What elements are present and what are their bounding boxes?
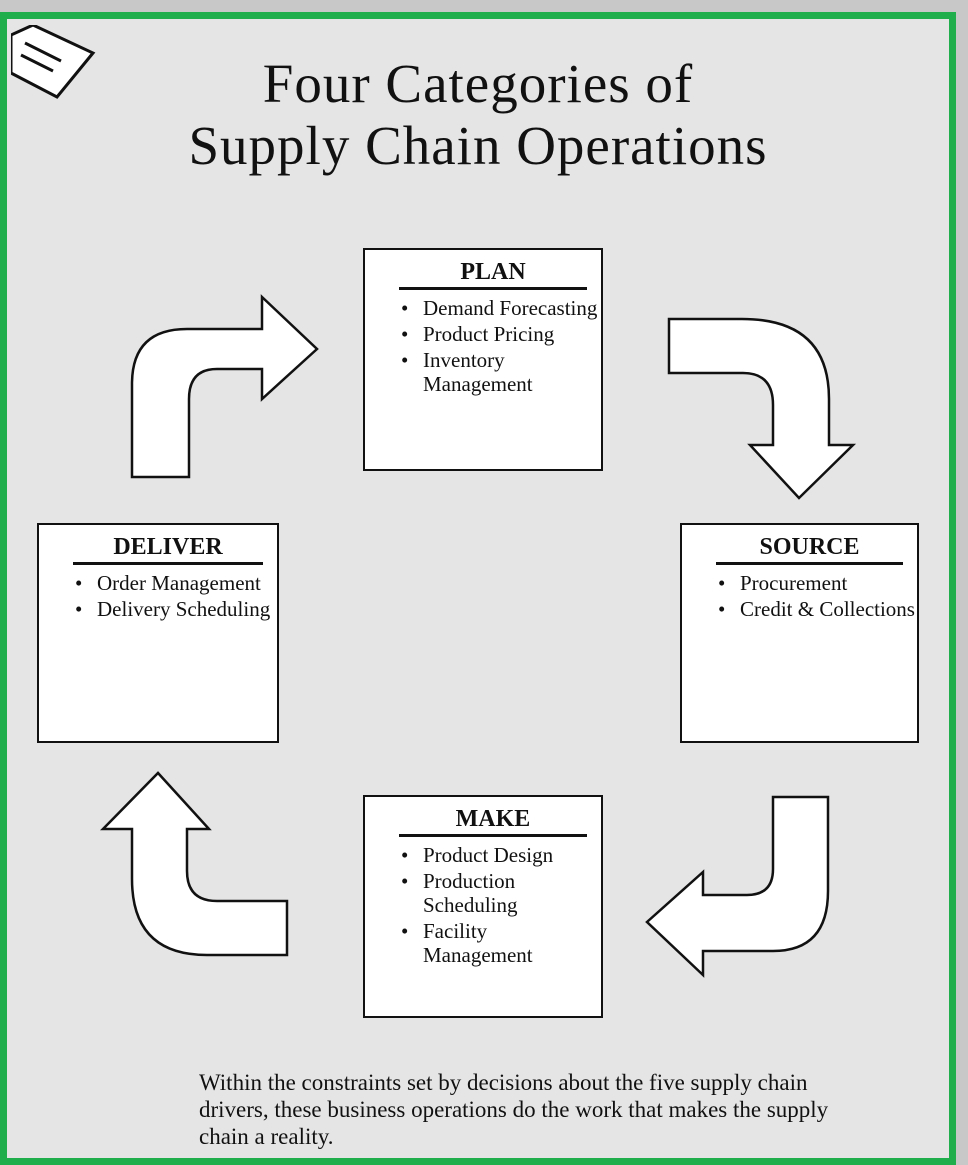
cycle-arrows: [100, 294, 857, 978]
plan-list: Demand Forecasting Product Pricing Inven…: [365, 296, 601, 396]
arrow-make-to-deliver: [100, 771, 289, 957]
diagram-title: Four Categories of Supply Chain Operatio…: [7, 53, 949, 177]
list-item: Delivery Scheduling: [75, 597, 277, 621]
list-item: Inventory Management: [401, 348, 601, 396]
make-list: Product Design Production Scheduling Fac…: [365, 843, 601, 967]
arrow-plan-to-source: [667, 317, 857, 500]
diagram-caption: Within the constraints set by decisions …: [199, 1070, 829, 1149]
title-line-1: Four Categories of: [262, 53, 694, 114]
list-item: Order Management: [75, 571, 277, 595]
title-line-2: Supply Chain Operations: [188, 115, 768, 176]
deliver-list: Order Management Delivery Scheduling: [39, 571, 277, 621]
make-box: MAKE Product Design Production Schedulin…: [363, 795, 603, 1018]
list-item: Product Design: [401, 843, 601, 867]
list-item: Credit & Collections: [718, 597, 917, 621]
source-box: SOURCE Procurement Credit & Collections: [680, 523, 919, 743]
deliver-box: DELIVER Order Management Delivery Schedu…: [37, 523, 279, 743]
list-item: Demand Forecasting: [401, 296, 601, 320]
plan-box: PLAN Demand Forecasting Product Pricing …: [363, 248, 603, 471]
document-icon: [11, 25, 96, 99]
deliver-title: DELIVER: [73, 533, 263, 565]
diagram-frame: Four Categories of Supply Chain Operatio…: [0, 12, 956, 1165]
list-item: Production Scheduling: [401, 869, 601, 917]
list-item: Product Pricing: [401, 322, 601, 346]
plan-title: PLAN: [399, 258, 587, 290]
list-item: Facility Management: [401, 919, 601, 967]
make-title: MAKE: [399, 805, 587, 837]
source-list: Procurement Credit & Collections: [682, 571, 917, 621]
source-title: SOURCE: [716, 533, 903, 565]
arrow-deliver-to-plan: [130, 294, 319, 479]
list-item: Procurement: [718, 571, 917, 595]
arrow-source-to-make: [645, 795, 830, 978]
